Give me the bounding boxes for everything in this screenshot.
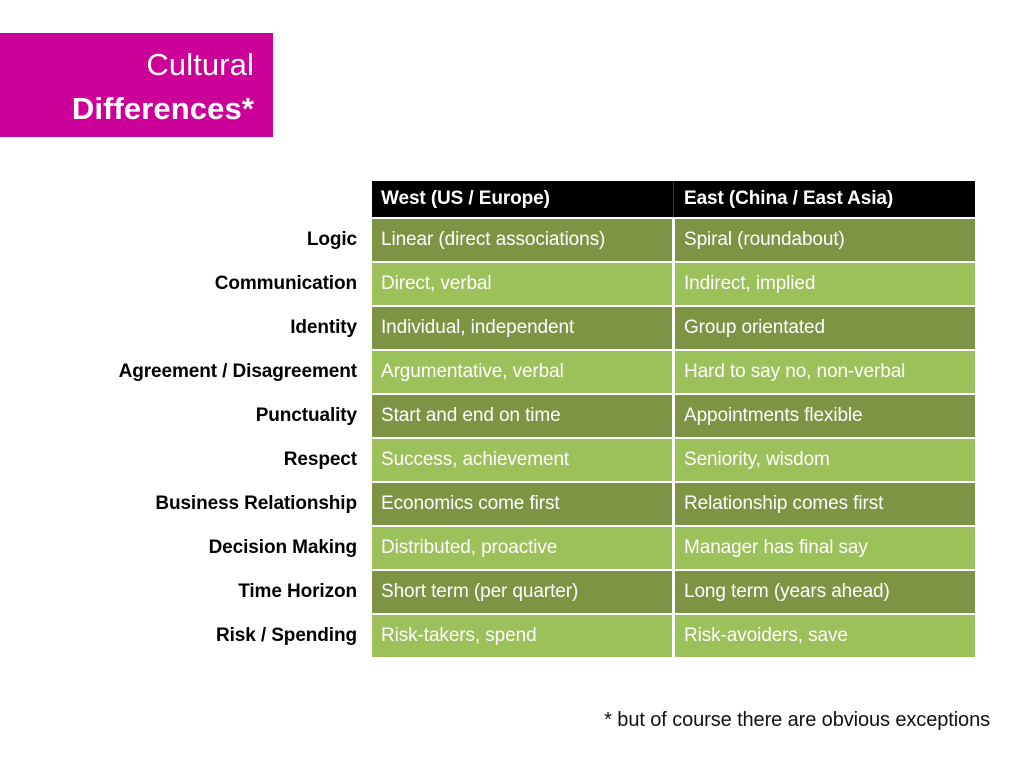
row-label-respect: Respect <box>283 449 357 470</box>
row-label-risk-spending: Risk / Spending <box>215 625 357 646</box>
table-row: Business Relationship Economics come fir… <box>0 483 975 525</box>
column-divider <box>672 483 675 525</box>
table-row: Communication Direct, verbal Indirect, i… <box>0 263 975 305</box>
cell-west: Start and end on time <box>372 395 672 437</box>
row-separator <box>0 525 972 527</box>
cell-west: Distributed, proactive <box>372 527 672 569</box>
cultural-differences-table: West (US / Europe) East (China / East As… <box>0 181 1024 657</box>
row-label-decision-making: Decision Making <box>208 537 358 558</box>
table-row: Agreement / Disagreement Argumentative, … <box>0 351 975 393</box>
cell-east: Relationship comes first <box>675 483 975 525</box>
row-cells: Direct, verbal Indirect, implied <box>372 263 975 305</box>
column-divider <box>672 307 675 349</box>
row-cells: Short term (per quarter) Long term (year… <box>372 571 975 613</box>
column-divider <box>672 263 675 305</box>
row-cells: Argumentative, verbal Hard to say no, no… <box>372 351 975 393</box>
row-separator <box>0 261 972 263</box>
table-row: Punctuality Start and end on time Appoin… <box>0 395 975 437</box>
row-cells: Start and end on time Appointments flexi… <box>372 395 975 437</box>
page-title-line-1: Cultural <box>146 47 254 82</box>
label-table-gap <box>357 219 372 261</box>
cell-west: Success, achievement <box>372 439 672 481</box>
cell-west: Risk-takers, spend <box>372 615 672 657</box>
column-divider <box>672 351 675 393</box>
label-table-gap <box>357 483 372 525</box>
label-table-gap <box>357 571 372 613</box>
table-row: Decision Making Distributed, proactive M… <box>0 527 975 569</box>
row-label-time-horizon: Time Horizon <box>238 581 357 602</box>
row-cells: Success, achievement Seniority, wisdom <box>372 439 975 481</box>
row-label-punctuality: Punctuality <box>255 405 357 426</box>
column-divider <box>672 439 675 481</box>
row-separator <box>0 349 972 351</box>
cell-east: Hard to say no, non-verbal <box>675 351 975 393</box>
label-table-gap <box>357 263 372 305</box>
row-label-business-relationship: Business Relationship <box>155 493 357 514</box>
label-table-gap <box>357 527 372 569</box>
row-cells: Distributed, proactive Manager has final… <box>372 527 975 569</box>
label-table-gap <box>357 439 372 481</box>
label-table-gap <box>357 351 372 393</box>
label-table-gap <box>357 615 372 657</box>
table-row: Identity Individual, independent Group o… <box>0 307 975 349</box>
row-separator <box>0 569 972 571</box>
cell-west: Short term (per quarter) <box>372 571 672 613</box>
cell-west: Direct, verbal <box>372 263 672 305</box>
cell-west: Argumentative, verbal <box>372 351 672 393</box>
label-table-gap <box>357 181 372 217</box>
header-label-spacer <box>0 181 357 217</box>
table-row: Risk / Spending Risk-takers, spend Risk-… <box>0 615 975 657</box>
row-cells: Individual, independent Group orientated <box>372 307 975 349</box>
row-separator <box>0 217 972 219</box>
table-row: Time Horizon Short term (per quarter) Lo… <box>0 571 975 613</box>
row-separator <box>0 613 972 615</box>
column-divider <box>672 571 675 613</box>
row-label-communication: Communication <box>214 273 357 294</box>
table-row: Respect Success, achievement Seniority, … <box>0 439 975 481</box>
cell-east: Spiral (roundabout) <box>675 219 975 261</box>
row-cells: Risk-takers, spend Risk-avoiders, save <box>372 615 975 657</box>
column-divider <box>672 181 675 217</box>
row-separator <box>0 437 972 439</box>
cell-east: Seniority, wisdom <box>675 439 975 481</box>
column-divider <box>672 219 675 261</box>
cell-east: Indirect, implied <box>675 263 975 305</box>
cell-west: Individual, independent <box>372 307 672 349</box>
column-header-east: East (China / East Asia) <box>675 181 975 217</box>
row-separator <box>0 305 972 307</box>
cell-west: Economics come first <box>372 483 672 525</box>
title-block: Cultural Differences* <box>0 33 273 137</box>
page-title-line-2: Differences* <box>71 91 254 126</box>
column-divider <box>672 527 675 569</box>
table-header-row: West (US / Europe) East (China / East As… <box>0 181 975 217</box>
cell-east: Manager has final say <box>675 527 975 569</box>
table-row: Logic Linear (direct associations) Spira… <box>0 219 975 261</box>
row-separator <box>0 481 972 483</box>
label-table-gap <box>357 395 372 437</box>
footnote-text: * but of course there are obvious except… <box>604 709 990 731</box>
cell-west: Linear (direct associations) <box>372 219 672 261</box>
cell-east: Appointments flexible <box>675 395 975 437</box>
row-label-identity: Identity <box>290 317 357 338</box>
row-label-logic: Logic <box>306 229 357 250</box>
row-separator <box>0 393 972 395</box>
row-label-agreement-disagreement: Agreement / Disagreement <box>118 361 357 382</box>
cell-east: Group orientated <box>675 307 975 349</box>
cell-east: Long term (years ahead) <box>675 571 975 613</box>
header-cells: West (US / Europe) East (China / East As… <box>372 181 975 217</box>
row-cells: Economics come first Relationship comes … <box>372 483 975 525</box>
column-header-west: West (US / Europe) <box>372 181 672 217</box>
label-table-gap <box>357 307 372 349</box>
column-divider <box>672 615 675 657</box>
cell-east: Risk-avoiders, save <box>675 615 975 657</box>
row-cells: Linear (direct associations) Spiral (rou… <box>372 219 975 261</box>
column-divider <box>672 395 675 437</box>
